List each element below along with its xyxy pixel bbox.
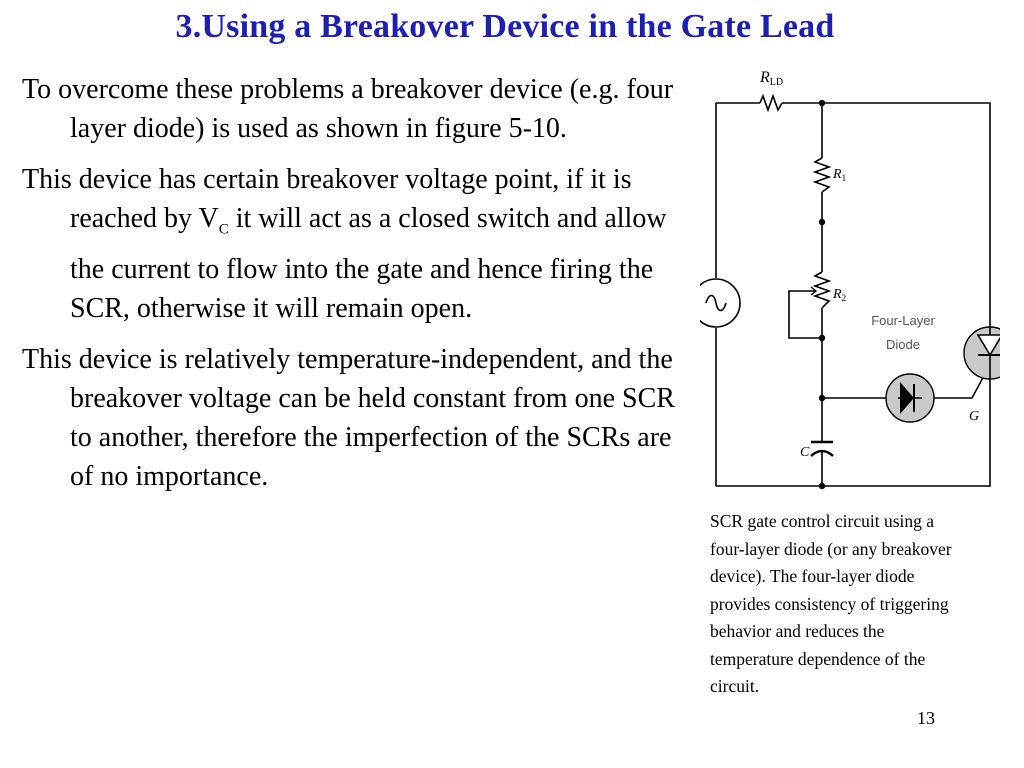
junction-dots <box>818 99 826 490</box>
vc-subscript: C <box>218 221 229 238</box>
r2-wiper-arrow <box>809 286 818 296</box>
paragraph-text-after: it will act as a closed switch and allow… <box>70 203 667 324</box>
resistor-r1 <box>812 157 832 193</box>
circuit-diagram: RLD R1 R2 Four-Layer Diode C G <box>700 69 1000 490</box>
label-diode-line2: Diode <box>886 337 920 352</box>
paragraph-breakover-voltage: This device has certain breakover voltag… <box>22 160 694 328</box>
four-layer-diode-icon <box>885 373 935 423</box>
vc-symbol: V <box>198 203 219 234</box>
wire-to-gate <box>930 371 987 399</box>
resistor-rld <box>759 93 783 113</box>
slide-title: 3.Using a Breakover Device in the Gate L… <box>175 8 835 45</box>
body-text: To overcome these problems a breakover d… <box>22 70 694 508</box>
scr-icon <box>963 322 1000 384</box>
label-r1: R1 <box>832 167 846 183</box>
label-capacitor: C <box>800 445 810 460</box>
label-diode-line1: Four-Layer <box>871 313 935 328</box>
caption-text: SCR gate control circuit using a four-la… <box>710 511 952 696</box>
label-gate: G <box>969 409 979 424</box>
label-r2: R2 <box>832 287 846 303</box>
figure-caption: SCR gate control circuit using a four-la… <box>710 508 970 701</box>
label-rld: RLD <box>759 69 783 88</box>
resistor-r2 <box>812 271 832 309</box>
paragraph-intro: To overcome these problems a breakover d… <box>22 74 674 144</box>
ac-source-icon <box>700 278 741 328</box>
capacitor <box>810 440 834 457</box>
page-number: 13 <box>917 708 935 728</box>
wire-bottom <box>716 384 991 487</box>
wire-r2-wiper <box>788 290 822 339</box>
paragraph-temperature: This device is relatively temperature-in… <box>22 343 675 492</box>
paragraph-text-before: This device has certain breakover voltag… <box>22 164 632 234</box>
circuit-wires <box>715 102 991 487</box>
wire-top-right <box>782 102 991 322</box>
